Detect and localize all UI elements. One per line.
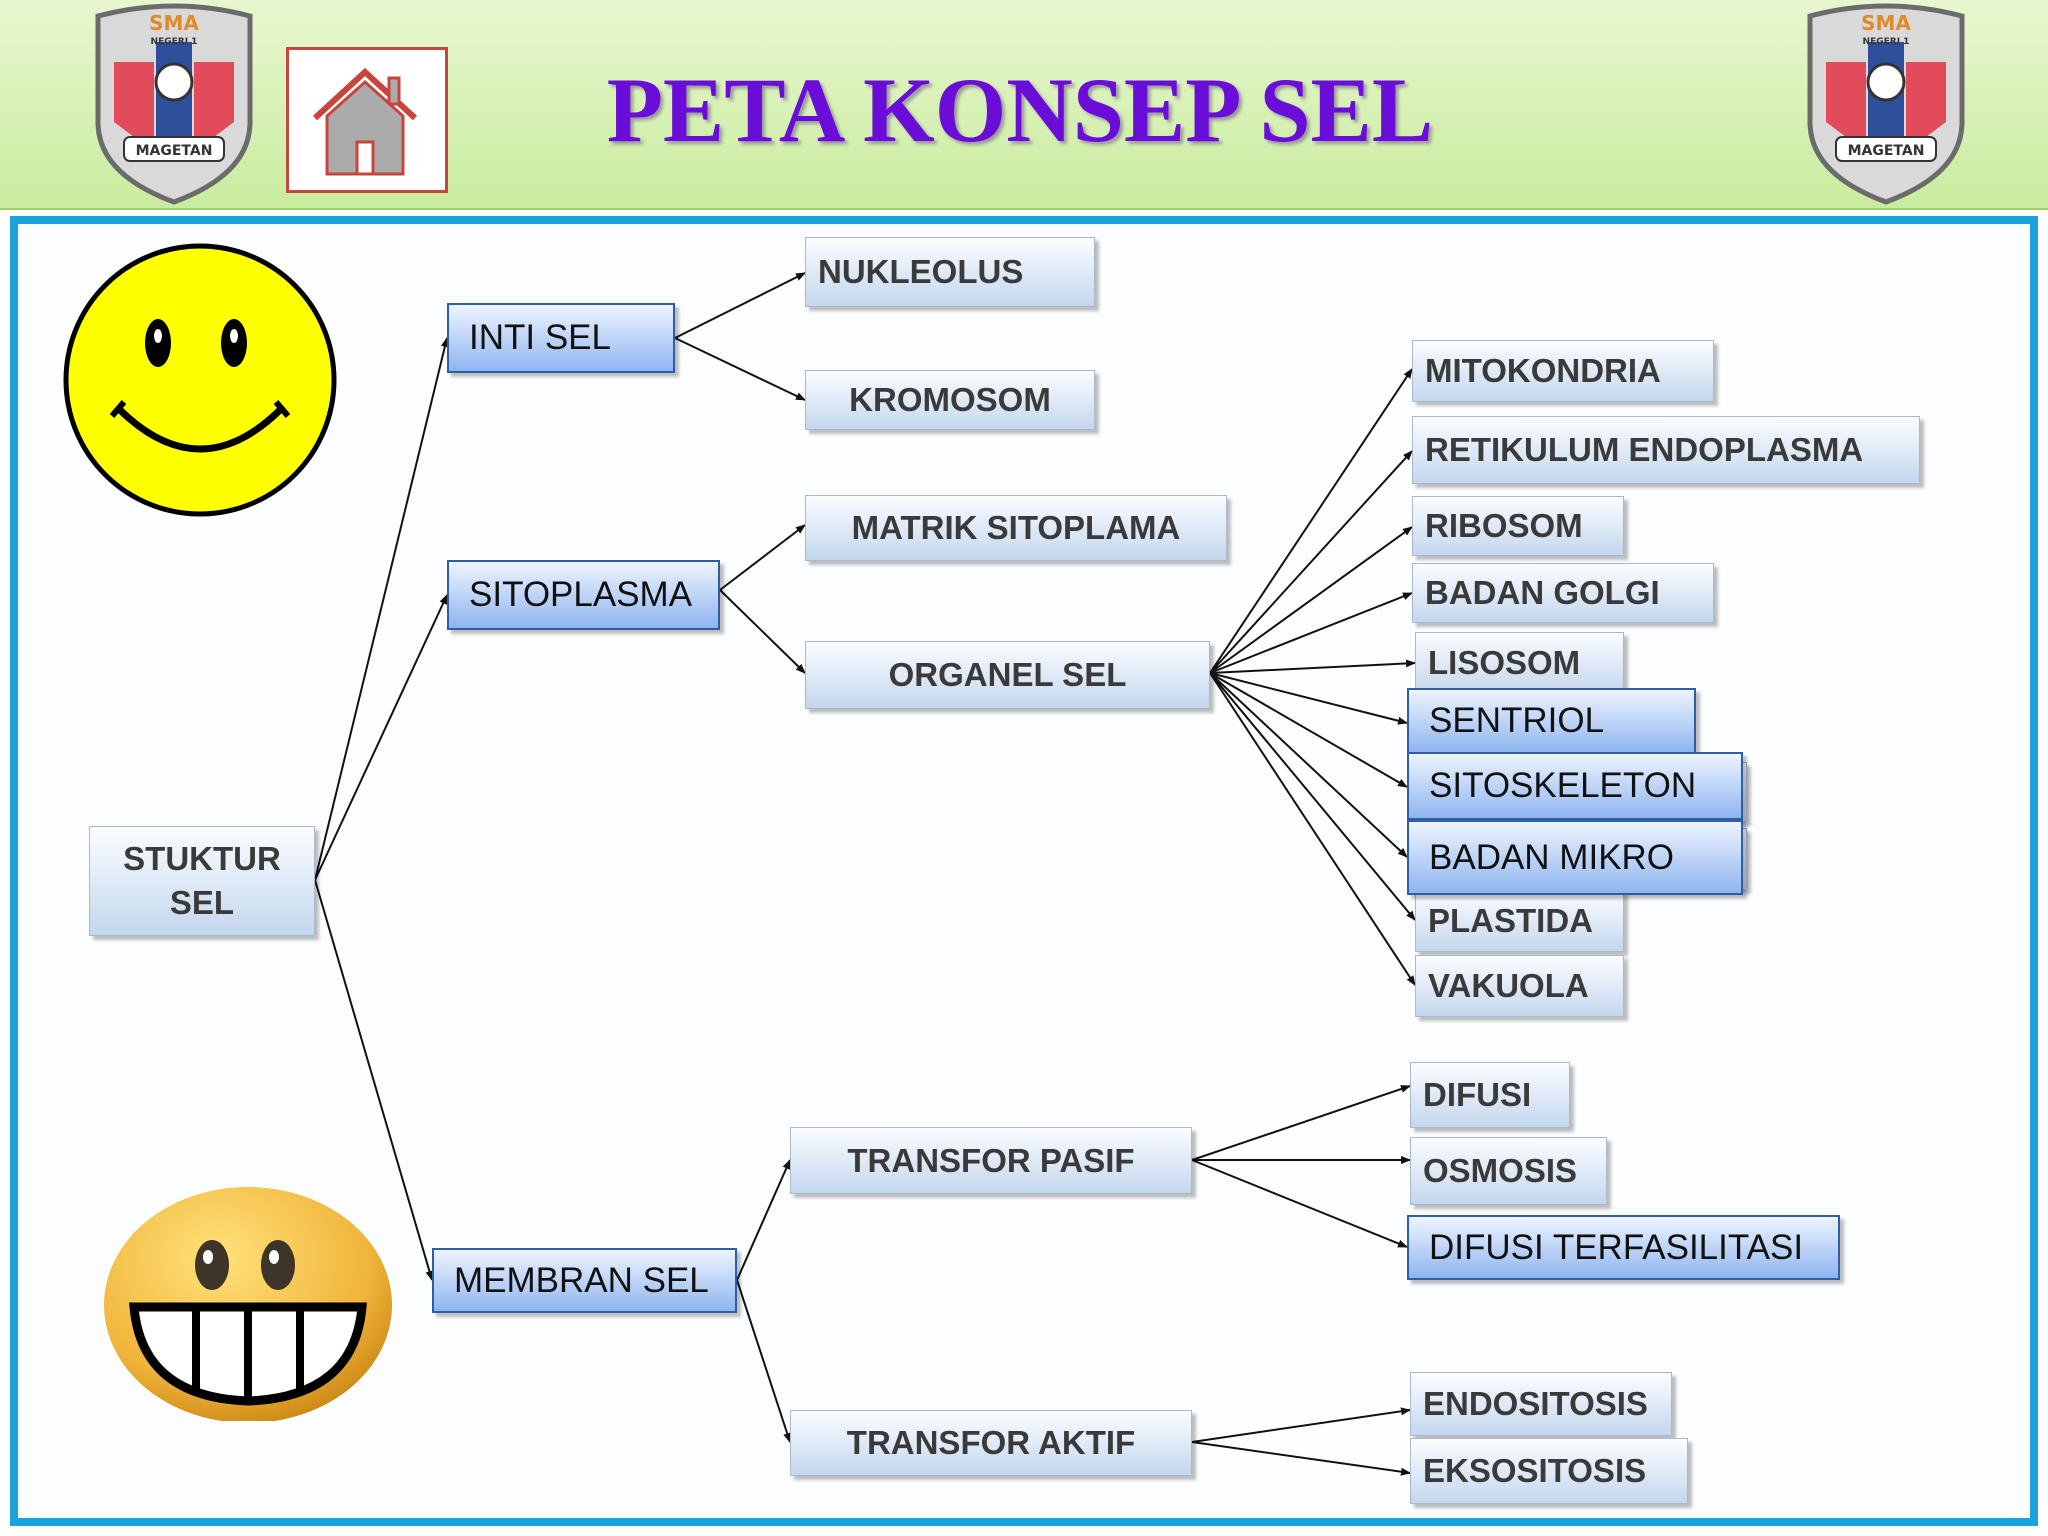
school-logo-icon-right: SMA NEGERI 1 MAGETAN (1807, 3, 1965, 205)
logo-sub-text: NEGERI 1 (1863, 37, 1910, 47)
node-ribosom: RIBOSOM (1412, 496, 1624, 556)
node-organel-sel: ORGANEL SEL (805, 641, 1210, 709)
node-transfor-pasif: TRANSFOR PASIF (790, 1127, 1192, 1194)
school-logo-icon-left: SMA NEGERI 1 MAGETAN (95, 3, 253, 205)
smiley-face-icon (63, 243, 337, 517)
node-sitoplasma: SITOPLASMA (447, 560, 720, 630)
node-lisosom: LISOSOM (1415, 632, 1624, 694)
node-inti-sel: INTI SEL (447, 303, 675, 373)
node-stuktur-sel-line2: SEL (169, 884, 235, 921)
node-sentriol: SENTRIOL (1407, 688, 1696, 754)
node-mitokondria: MITOKONDRIA (1412, 340, 1714, 402)
node-membran-sel: MEMBRAN SEL (432, 1248, 737, 1313)
node-stuktur-sel-line1: STUKTUR (123, 840, 281, 877)
node-difusi-terfasilitasi: DIFUSI TERFASILITASI (1407, 1215, 1840, 1280)
node-endositosis: ENDOSITOSIS (1410, 1372, 1672, 1436)
node-nukleolus: NUKLEOLUS (805, 237, 1095, 307)
node-badan-mikro: BADAN MIKRO (1407, 820, 1743, 895)
grinning-face-icon (104, 1187, 392, 1421)
page-title: PETA KONSEP SEL (606, 59, 1434, 161)
logo-top-text: SMA (1861, 11, 1911, 35)
node-matrik-sitoplama: MATRIK SITOPLAMA (805, 495, 1227, 561)
node-plastida: PLASTIDA (1415, 890, 1624, 952)
node-difusi: DIFUSI (1410, 1062, 1570, 1128)
node-sitoskeleton: SITOSKELETON (1407, 752, 1743, 820)
home-button[interactable] (286, 47, 448, 193)
node-vakuola: VAKUOLA (1415, 955, 1624, 1017)
logo-top-text: SMA (149, 11, 199, 35)
node-osmosis: OSMOSIS (1410, 1137, 1607, 1205)
node-badan-golgi: BADAN GOLGI (1412, 563, 1714, 623)
node-eksositosis: EKSOSITOSIS (1410, 1438, 1688, 1504)
node-retikulum-endoplasma: RETIKULUM ENDOPLASMA (1412, 416, 1920, 484)
logo-sub-text: NEGERI 1 (151, 37, 198, 47)
node-kromosom: KROMOSOM (805, 370, 1095, 430)
logo-banner-text: MAGETAN (1848, 143, 1925, 159)
node-stuktur-sel: STUKTUR SEL (89, 826, 315, 936)
node-transfor-aktif: TRANSFOR AKTIF (790, 1410, 1192, 1476)
home-icon (312, 67, 418, 176)
logo-banner-text: MAGETAN (136, 143, 213, 159)
